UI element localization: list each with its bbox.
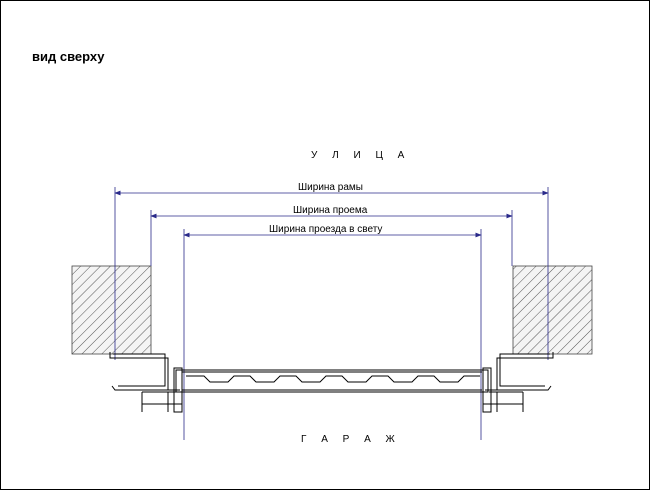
left-wall xyxy=(71,265,152,355)
frame-width-label: Ширина рамы xyxy=(298,182,363,193)
street-label: У Л И Ц А xyxy=(311,150,410,161)
view-title: вид сверху xyxy=(32,49,105,64)
opening-width-label: Ширина проема xyxy=(293,205,368,216)
dimension-frame-width xyxy=(114,187,549,360)
garage-label: Г А Р А Ж xyxy=(301,434,401,445)
right-frame-profile xyxy=(485,352,554,412)
dimension-opening-width xyxy=(150,210,513,266)
dimension-clear-width xyxy=(183,229,482,440)
clear-width-label: Ширина проезда в свету xyxy=(269,224,382,235)
door-panel xyxy=(173,367,492,413)
right-wall xyxy=(512,265,593,355)
left-frame-profile xyxy=(109,352,180,412)
